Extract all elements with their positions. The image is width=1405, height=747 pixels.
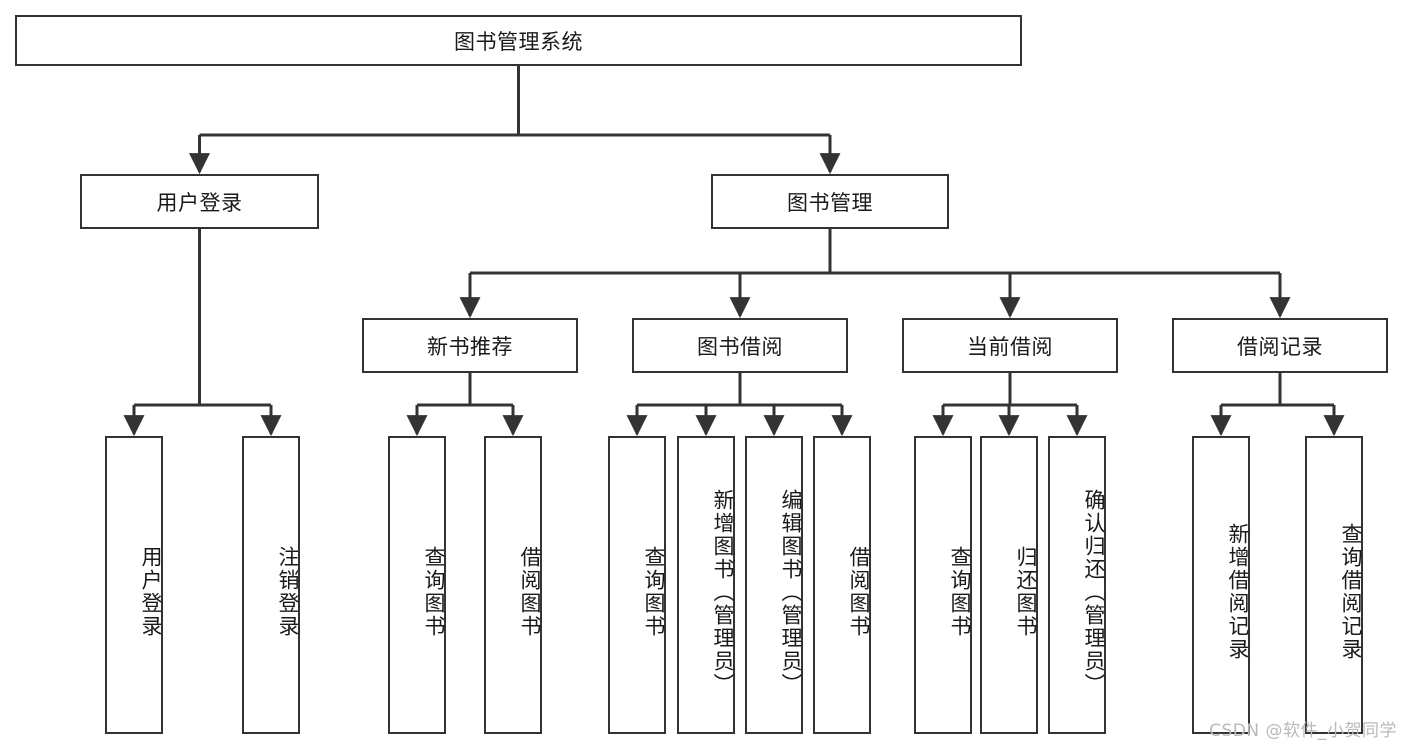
- node-label: 用户登录: [139, 546, 163, 638]
- node-leaf-borrow-book-recommend[interactable]: 借阅图书: [484, 436, 542, 734]
- node-user-login[interactable]: 用户登录: [80, 174, 319, 229]
- node-label: 借阅记录: [1237, 334, 1323, 359]
- node-label: 借阅图书: [518, 546, 542, 638]
- node-leaf-query-book-borrow[interactable]: 查询图书: [608, 436, 666, 734]
- watermark: CSDN @软件_小贺同学: [1209, 721, 1397, 741]
- node-leaf-borrow-book[interactable]: 借阅图书: [813, 436, 871, 734]
- node-borrow-record[interactable]: 借阅记录: [1172, 318, 1388, 373]
- node-label: 图书管理系统: [454, 29, 583, 54]
- node-leaf-query-book-current[interactable]: 查询图书: [914, 436, 972, 734]
- node-label: 归还图书: [1014, 546, 1038, 638]
- node-current-borrow[interactable]: 当前借阅: [902, 318, 1118, 373]
- node-root[interactable]: 图书管理系统: [15, 15, 1022, 66]
- node-leaf-query-borrow-record[interactable]: 查询借阅记录: [1305, 436, 1363, 734]
- node-label: 用户登录: [156, 190, 243, 215]
- node-label: 借阅图书: [847, 546, 871, 638]
- node-label: 注销登录: [276, 546, 300, 638]
- node-leaf-confirm-return-admin[interactable]: 确认归还（管理员）: [1048, 436, 1106, 734]
- node-leaf-edit-book-admin[interactable]: 编辑图书（管理员）: [745, 436, 803, 734]
- node-label: 图书借阅: [697, 334, 783, 359]
- node-label: 查询图书: [642, 546, 666, 638]
- node-leaf-add-book-admin[interactable]: 新增图书（管理员）: [677, 436, 735, 734]
- node-book-borrow[interactable]: 图书借阅: [632, 318, 848, 373]
- node-label: 新增借阅记录: [1226, 523, 1250, 661]
- node-label: 确认归还（管理员）: [1082, 488, 1106, 696]
- node-label: 图书管理: [787, 190, 873, 215]
- node-label: 查询借阅记录: [1339, 523, 1363, 661]
- node-leaf-user-login[interactable]: 用户登录: [105, 436, 163, 734]
- node-label: 当前借阅: [967, 334, 1053, 359]
- node-leaf-add-borrow-record[interactable]: 新增借阅记录: [1192, 436, 1250, 734]
- node-label: 编辑图书（管理员）: [779, 488, 803, 696]
- node-leaf-query-book-recommend[interactable]: 查询图书: [388, 436, 446, 734]
- node-label: 新书推荐: [427, 334, 513, 359]
- node-leaf-return-book[interactable]: 归还图书: [980, 436, 1038, 734]
- node-book-management[interactable]: 图书管理: [711, 174, 949, 229]
- node-label: 查询图书: [948, 546, 972, 638]
- node-leaf-logout[interactable]: 注销登录: [242, 436, 300, 734]
- node-label: 查询图书: [422, 546, 446, 638]
- node-new-book-recommend[interactable]: 新书推荐: [362, 318, 578, 373]
- node-label: 新增图书（管理员）: [711, 488, 735, 696]
